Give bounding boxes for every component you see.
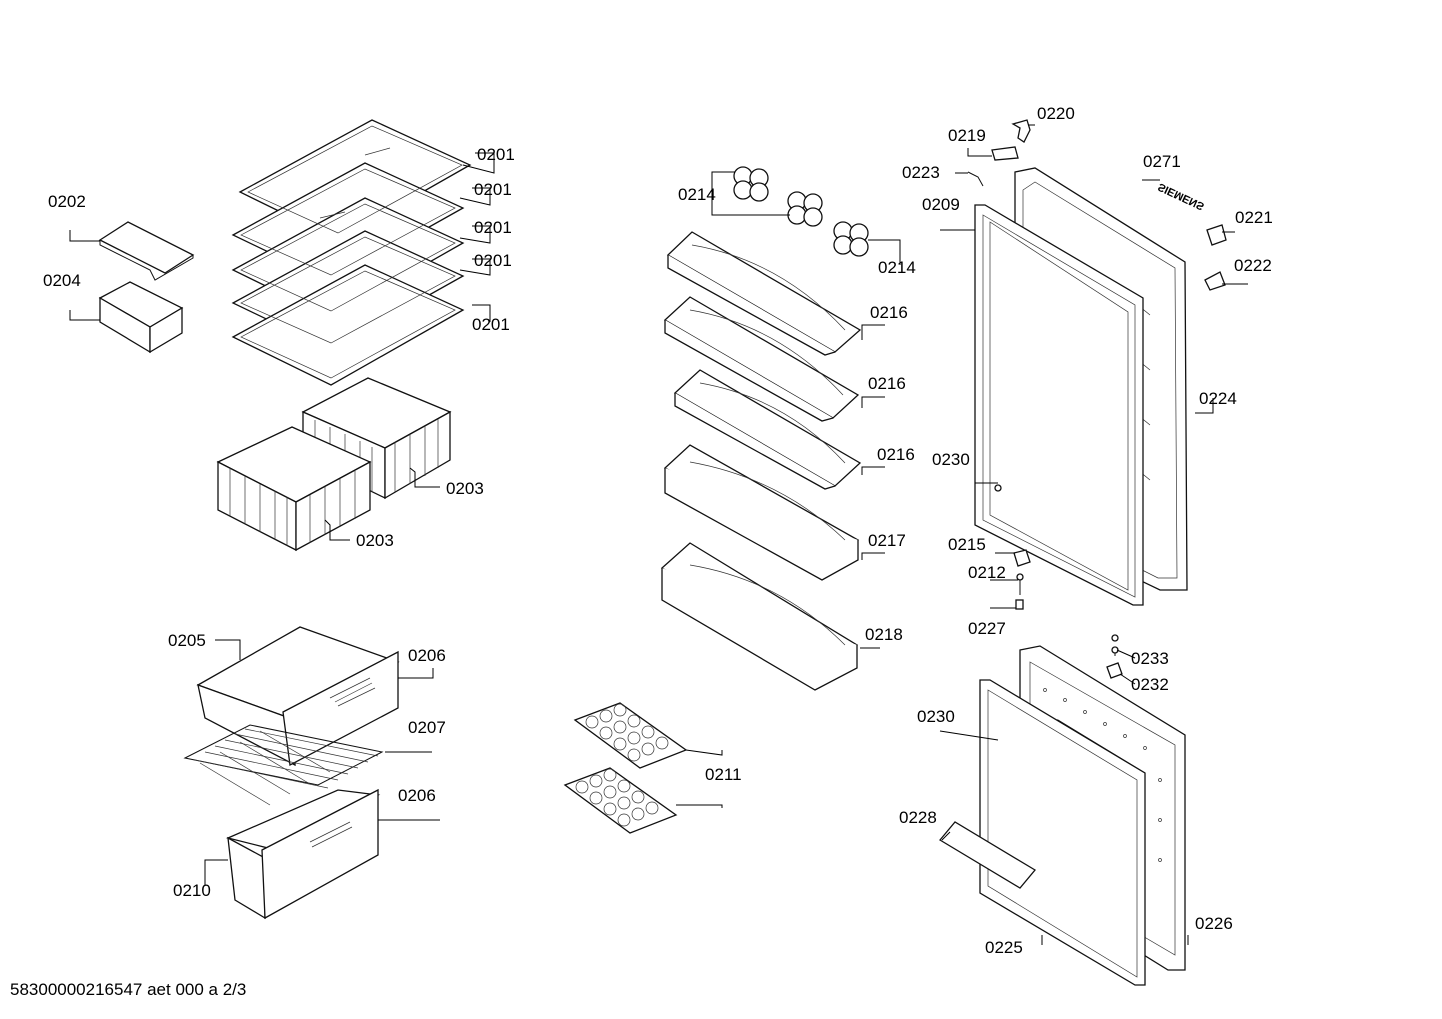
label-0201-d: 0201 (474, 251, 512, 270)
crisper-drawer-lower (225, 788, 381, 920)
label-0207: 0207 (408, 718, 446, 737)
svg-text:SIEMENS: SIEMENS (1156, 180, 1206, 212)
label-0232: 0232 (1131, 675, 1169, 694)
label-0206-a: 0206 (408, 646, 446, 665)
wire-baskets-0203 (216, 377, 452, 552)
label-0214-a: 0214 (678, 185, 716, 204)
egg-trays-0211 (563, 702, 688, 834)
part-labels: 0201 0201 0201 0201 0201 0202 0204 0203 … (43, 104, 1273, 957)
label-0210: 0210 (173, 881, 211, 900)
handle-strip-0228 (939, 821, 1036, 889)
label-0211: 0211 (705, 765, 742, 784)
freezer-gasket-0225 (979, 679, 1146, 986)
siemens-logo: SIEMENS (1156, 180, 1206, 212)
label-0223: 0223 (902, 163, 940, 182)
label-0204: 0204 (43, 271, 81, 290)
label-0203-a: 0203 (446, 479, 484, 498)
label-0209: 0209 (922, 195, 960, 214)
label-0230-a: 0230 (932, 450, 970, 469)
leader-lines (69, 124, 1248, 945)
label-0212: 0212 (968, 563, 1006, 582)
label-0219: 0219 (948, 126, 986, 145)
label-0203-b: 0203 (356, 531, 394, 550)
label-0221: 0221 (1235, 208, 1273, 227)
label-0225: 0225 (985, 938, 1023, 957)
label-0217: 0217 (868, 531, 906, 550)
hinge-parts (967, 119, 1227, 744)
document-id: 58300000216547 aet 000 a 2/3 (10, 980, 247, 999)
door-bins (660, 231, 862, 691)
label-0226: 0226 (1195, 914, 1233, 933)
label-0233: 0233 (1131, 649, 1169, 668)
label-0201-e: 0201 (472, 315, 510, 334)
glass-shelves-0201 (231, 119, 472, 386)
label-0222: 0222 (1234, 256, 1272, 275)
wire-shelf-0207 (183, 724, 384, 806)
door-gasket-0209 (974, 204, 1144, 606)
small-box-0204 (98, 281, 184, 354)
label-0201-b: 0201 (474, 180, 512, 199)
label-0224: 0224 (1199, 389, 1237, 408)
label-0215: 0215 (948, 535, 986, 554)
egg-holders-0214 (733, 166, 869, 257)
label-0227: 0227 (968, 619, 1006, 638)
label-0220: 0220 (1037, 104, 1075, 123)
label-0214-b: 0214 (878, 258, 916, 277)
label-0216-c: 0216 (877, 445, 915, 464)
label-0230-b: 0230 (917, 707, 955, 726)
small-tray-0202 (98, 221, 195, 281)
label-0205: 0205 (168, 631, 206, 650)
crisper-drawer-upper (196, 626, 400, 767)
label-0201-c: 0201 (474, 218, 512, 237)
label-0201-a: 0201 (477, 145, 515, 164)
label-0216-a: 0216 (870, 303, 908, 322)
label-0202: 0202 (48, 192, 86, 211)
label-0216-b: 0216 (868, 374, 906, 393)
label-0228: 0228 (899, 808, 937, 827)
label-0271: 0271 (1143, 152, 1181, 171)
label-0218: 0218 (865, 625, 903, 644)
label-0206-b: 0206 (398, 786, 436, 805)
